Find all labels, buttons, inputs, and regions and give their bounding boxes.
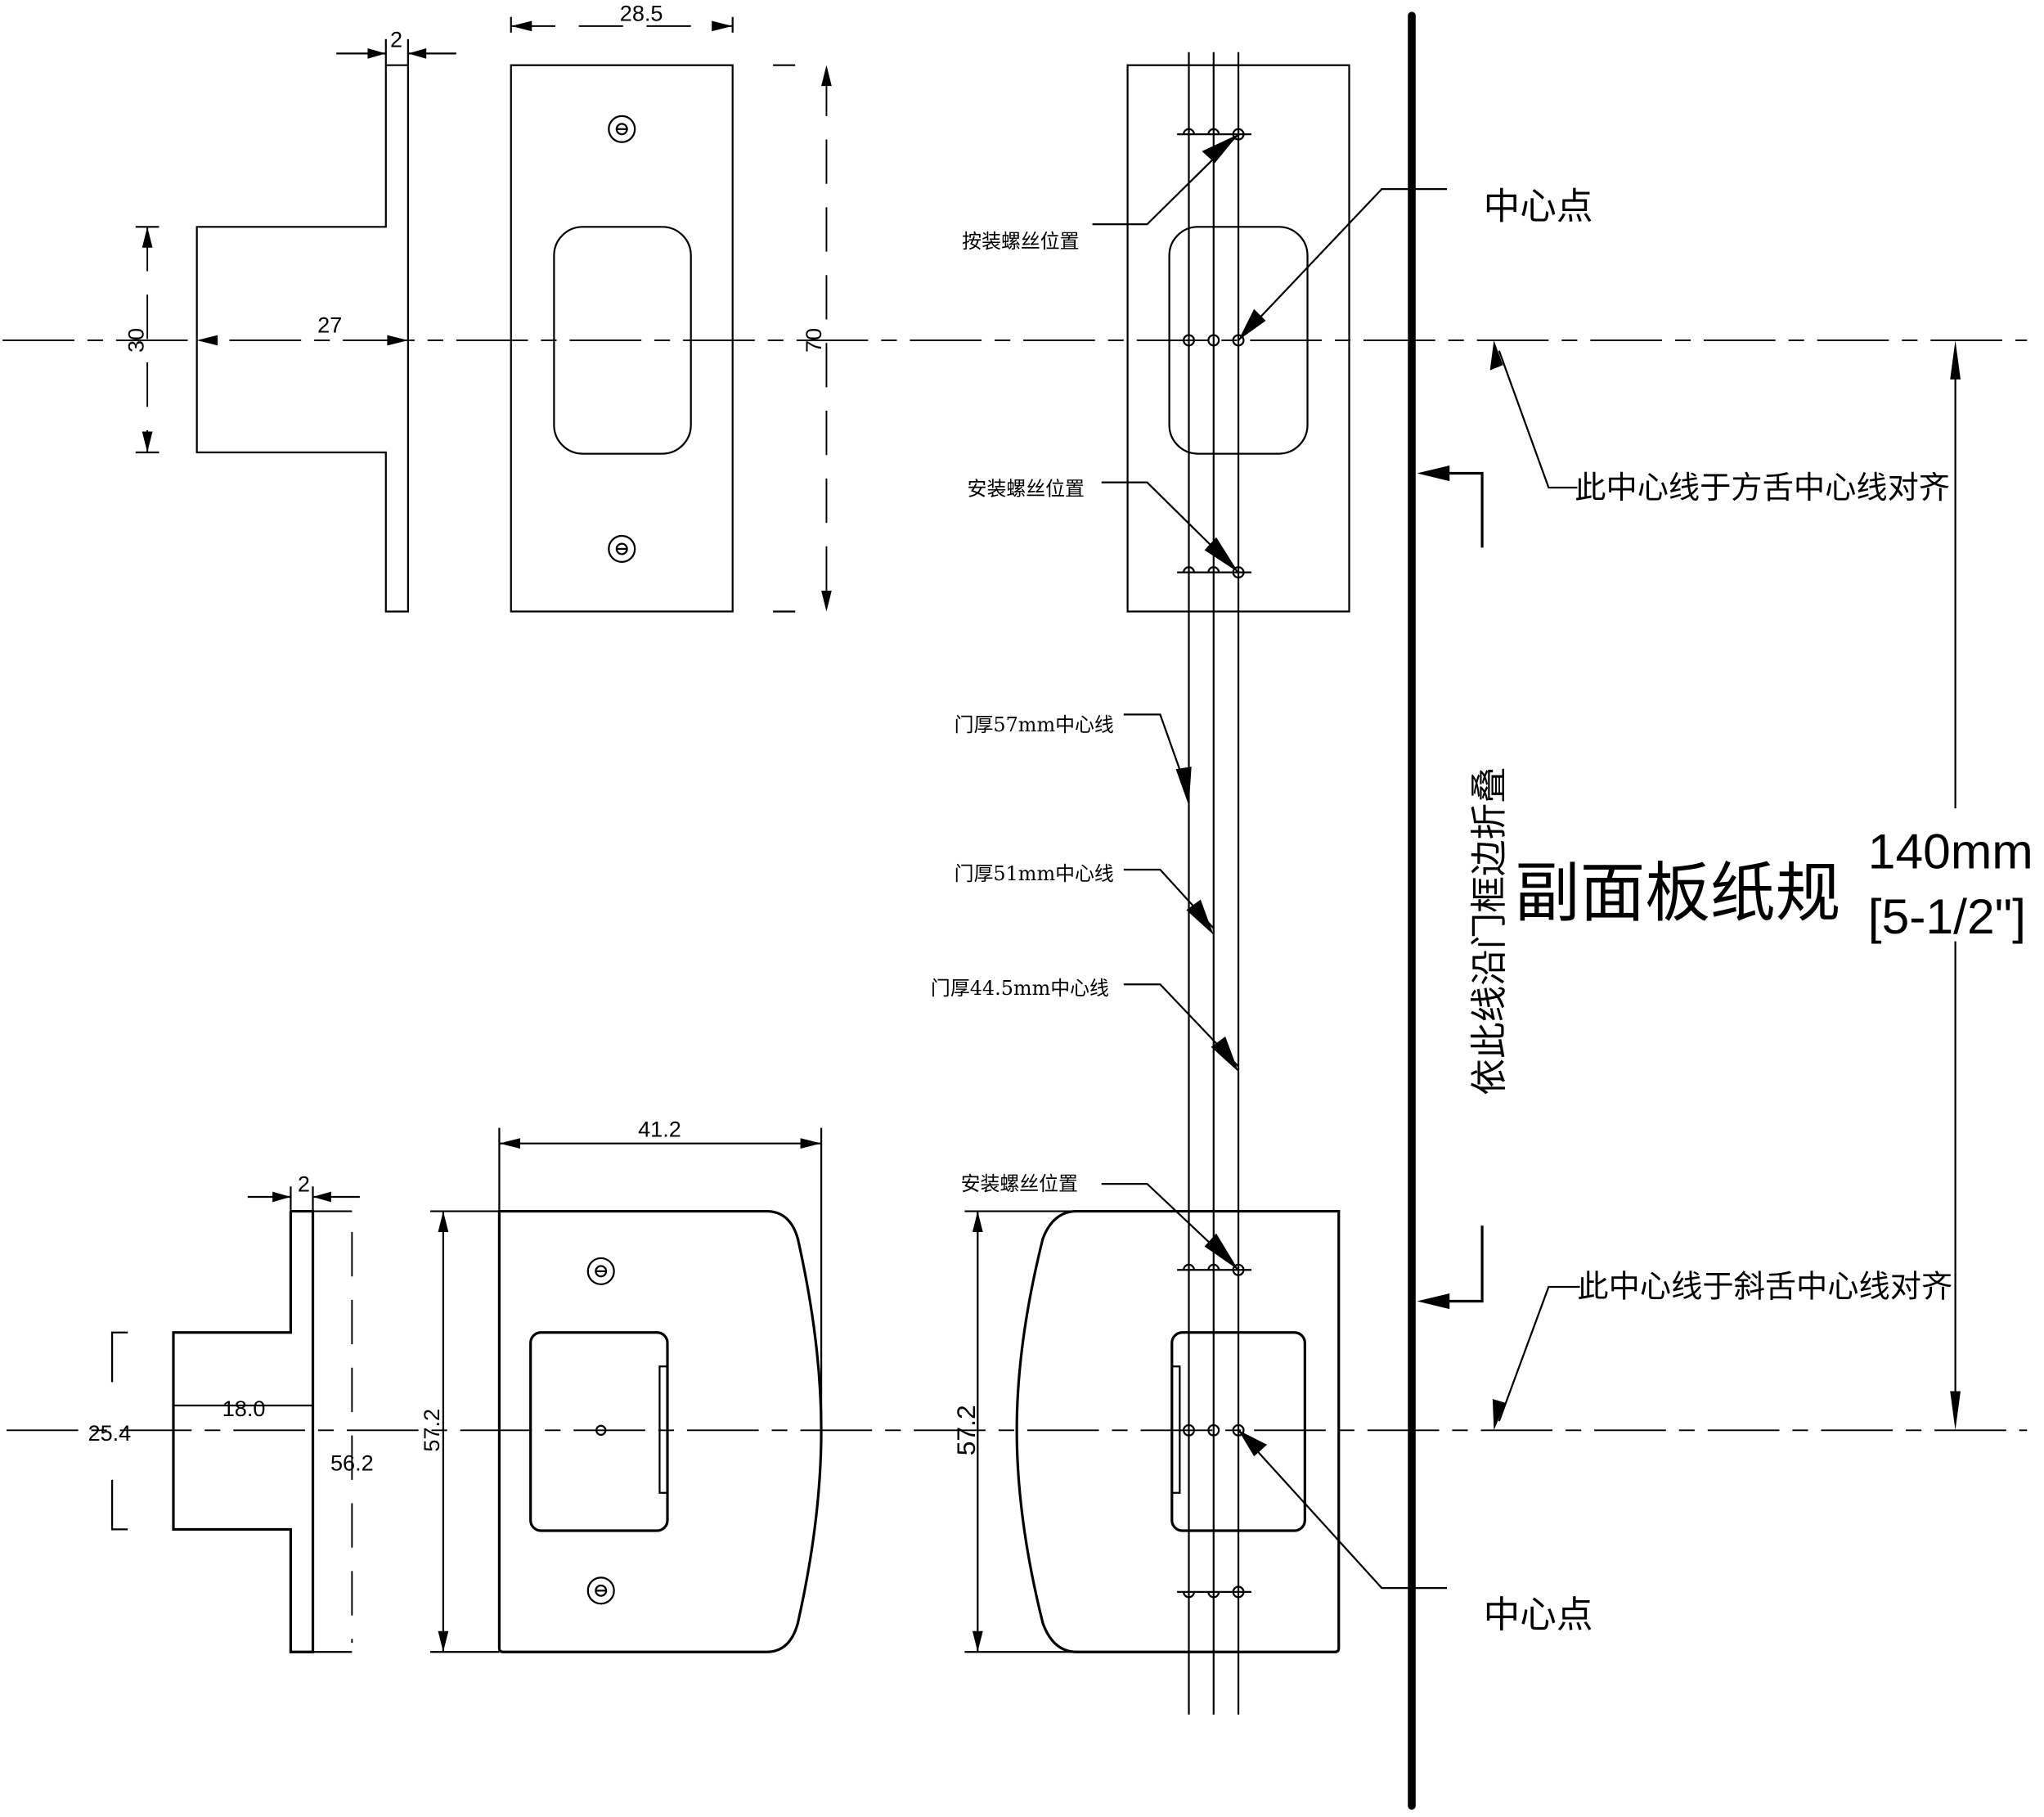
overall-dim-metric: 140mm [1868,823,2033,879]
top-side-view: 2 27 30 [123,26,456,613]
fold-instruction: 依此线沿门框边折叠 [1468,767,1511,1095]
dim-top-height-70: 70 [801,328,826,353]
dim-top-depth: 27 [317,312,342,337]
door-thickness-labels: 门厚57mm中心线 门厚51mm中心线 门厚44.5mm中心线 [931,713,1239,1073]
label-align-top: 此中心线于方舌中心线对齐 [1575,470,1950,506]
label-align-bottom: 此中心线于斜舌中心线对齐 [1577,1270,1952,1306]
dim-bottom-width: 41.2 [638,1117,681,1142]
dim-bottom-height-57: 57.2 [419,1409,444,1452]
dim-top-width: 28.5 [620,0,663,25]
label-screw-bottom-template: 安装螺丝位置 [961,1172,1078,1195]
label-center-top: 中心点 [1484,186,1593,228]
label-screw-top: 按装螺丝位置 [962,230,1079,253]
dim-bottom-overall: 56.2 [330,1450,374,1476]
dim-bottom-height: 25.4 [88,1420,132,1446]
drawing-title: 副面板纸规 [1515,855,1840,931]
dim-template-height: 57.2 [951,1405,981,1455]
top-template: 按装螺丝位置 安装螺丝位置 中心点 此中心线于方舌中心线对齐 [962,52,1950,1715]
bottom-front-view: 41.2 57.2 [419,1117,823,1653]
bottom-template: 57.2 安装螺丝位置 中心点 此中心线于斜舌中心线对齐 [951,1172,1952,1653]
label-screw-bottom: 安装螺丝位置 [968,478,1085,501]
top-front-view: 28.5 70 [510,0,832,613]
dim-bottom-flange: 2 [298,1172,310,1197]
bottom-side-view: 2 18.0 25.4 56.2 [88,1172,374,1653]
label-door-57: 门厚57mm中心线 [955,713,1114,736]
dim-top-height: 30 [123,328,148,353]
label-door-44: 门厚44.5mm中心线 [931,977,1109,1000]
label-door-51: 门厚51mm中心线 [955,862,1114,885]
overall-dim-imperial: [5-1/2"] [1868,888,2026,944]
dim-top-flange: 2 [390,26,402,52]
label-center-bottom: 中心点 [1484,1594,1593,1636]
dim-bottom-depth: 18.0 [222,1396,266,1421]
